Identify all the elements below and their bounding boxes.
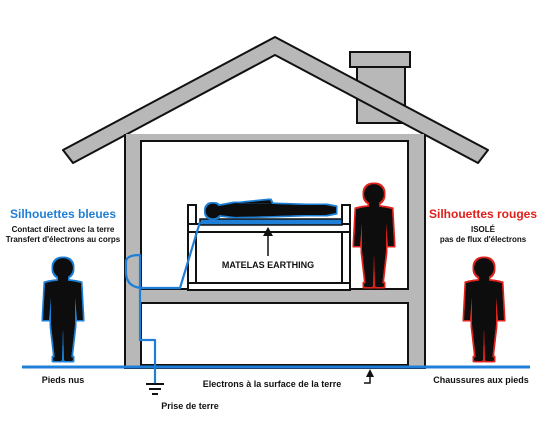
mattress-label: MATELAS EARTHING: [222, 260, 314, 270]
blue-silhouettes-title: Silhouettes bleues: [10, 207, 116, 221]
red-silhouettes-line2: pas de flux d'électrons: [440, 235, 527, 244]
shoes-label: Chaussures aux pieds: [433, 375, 529, 385]
red-silhouettes-title: Silhouettes rouges: [429, 207, 537, 221]
earthing-mattress: [199, 218, 343, 226]
ground-socket-icon: [146, 383, 164, 395]
surface-arrow-icon: [364, 369, 374, 384]
person-blue-barefoot-icon: [43, 258, 83, 361]
surface-label: Electrons à la surface de la terre: [203, 379, 342, 389]
ground-socket-label: Prise de terre: [161, 401, 219, 411]
person-red-shoes-icon: [464, 258, 504, 361]
red-silhouettes-line1: ISOLÉ: [471, 225, 496, 234]
lying-person-blue: [205, 200, 336, 219]
earthing-cable: [124, 221, 202, 383]
mattress-arrow-icon: [263, 227, 273, 256]
roof: [62, 36, 489, 164]
blue-silhouettes-line1: Contact direct avec la terre: [12, 225, 115, 234]
bare-feet-label: Pieds nus: [42, 375, 85, 385]
blue-silhouettes-line2: Transfert d'électrons au corps: [6, 235, 121, 244]
